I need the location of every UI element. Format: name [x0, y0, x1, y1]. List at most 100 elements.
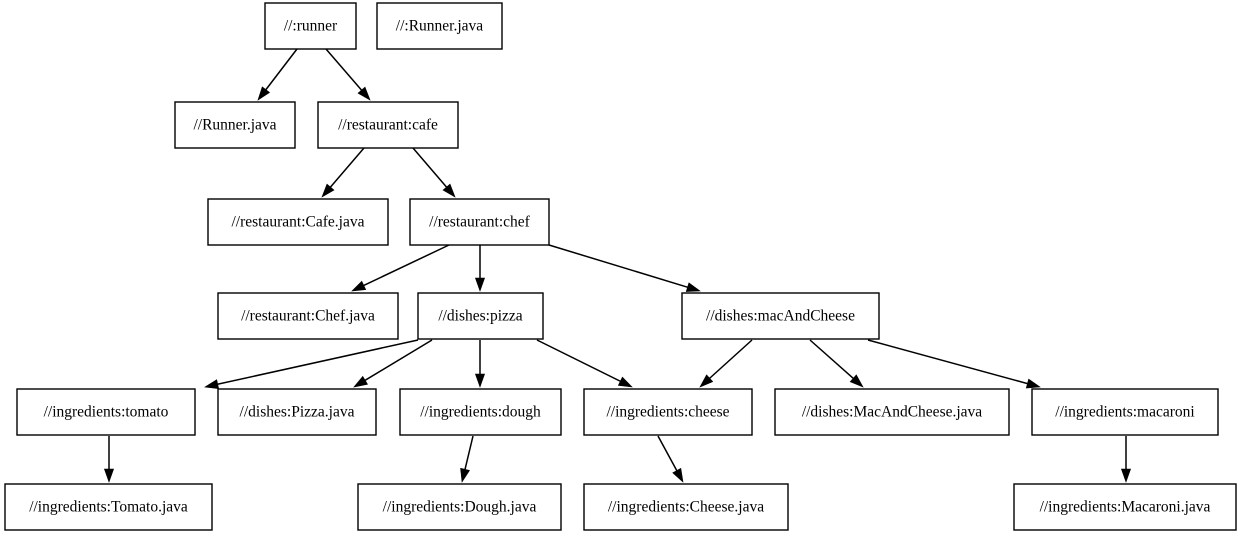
graph-edge: [809, 339, 864, 388]
graph-edge: [321, 147, 365, 198]
node-label: //dishes:MacAndCheese.java: [802, 404, 982, 421]
node-box[interactable]: [16, 388, 196, 436]
edge-line: [657, 435, 679, 473]
graph-edge: [353, 339, 433, 388]
edge-line: [325, 48, 364, 93]
node-box[interactable]: [376, 2, 503, 50]
nodes-layer: //:runner //:Runner.java //Runner.java //re…: [4, 2, 1237, 531]
graph-edge: [257, 48, 298, 101]
graph-node-tomato[interactable]: //ingredients:tomato: [16, 388, 196, 436]
graph-node-pizza[interactable]: //dishes:pizza: [417, 292, 544, 340]
node-box[interactable]: [264, 2, 357, 50]
node-box[interactable]: [217, 292, 399, 340]
graph-node-cheese[interactable]: //ingredients:cheese: [583, 388, 753, 436]
graph-edge: [474, 340, 486, 388]
graph-node-pizza_java[interactable]: //dishes:Pizza.java: [217, 388, 377, 436]
edge-arrowhead: [672, 467, 684, 483]
node-box[interactable]: [399, 388, 562, 436]
node-label: //restaurant:Cafe.java: [232, 214, 365, 231]
edge-arrowhead: [351, 280, 367, 292]
node-label: //dishes:pizza: [438, 308, 522, 325]
node-box[interactable]: [4, 483, 213, 531]
node-box[interactable]: [1031, 388, 1219, 436]
node-label: //ingredients:cheese: [606, 404, 729, 421]
graph-edge: [103, 436, 115, 483]
graph-edge: [204, 339, 419, 390]
graph-node-cafe_java[interactable]: //restaurant:Cafe.java: [207, 198, 389, 246]
edge-arrowhead: [460, 467, 470, 483]
graph-edge: [474, 245, 486, 292]
graph-node-dough_java[interactable]: //ingredients:Dough.java: [357, 483, 562, 531]
graph-edge: [412, 147, 456, 198]
graph-node-cheese_java[interactable]: //ingredients:Cheese.java: [583, 483, 789, 531]
node-box[interactable]: [357, 483, 562, 531]
edges-layer: [103, 48, 1132, 483]
edge-line: [361, 244, 450, 287]
node-box[interactable]: [774, 388, 1010, 436]
edge-arrowhead: [257, 86, 271, 101]
graph-edge: [1120, 436, 1132, 483]
edge-line: [215, 339, 419, 386]
node-label: //ingredients:Cheese.java: [608, 499, 764, 516]
graph-edge: [699, 339, 753, 388]
node-box[interactable]: [207, 198, 389, 246]
edge-arrowhead: [474, 277, 486, 292]
edge-arrowhead: [685, 282, 701, 292]
graph-edge: [867, 339, 1041, 389]
graph-edge: [325, 48, 371, 101]
node-box[interactable]: [583, 483, 789, 531]
graph-node-macandcheese_java[interactable]: //dishes:MacAndCheese.java: [774, 388, 1010, 436]
graph-node-chef[interactable]: //restaurant:chef: [409, 198, 550, 246]
edge-arrowhead: [204, 379, 220, 390]
edge-arrowhead: [474, 373, 486, 388]
graph-node-runner[interactable]: //:runner: [264, 2, 357, 50]
node-label: //dishes:Pizza.java: [240, 404, 355, 421]
edge-line: [264, 48, 298, 92]
node-box[interactable]: [583, 388, 753, 436]
edge-arrowhead: [617, 376, 633, 388]
graph-node-macaroni[interactable]: //ingredients:macaroni: [1031, 388, 1219, 436]
graph-node-cafe[interactable]: //restaurant:cafe: [317, 101, 459, 149]
node-label: //dishes:macAndCheese: [706, 308, 855, 325]
edge-arrowhead: [357, 86, 371, 101]
edge-line: [867, 339, 1030, 385]
graph-node-tomato_java[interactable]: //ingredients:Tomato.java: [4, 483, 213, 531]
graph-node-chef_java[interactable]: //restaurant:Chef.java: [217, 292, 399, 340]
node-label: //ingredients:Macaroni.java: [1040, 499, 1211, 516]
graph-node-dough[interactable]: //ingredients:dough: [399, 388, 562, 436]
edge-line: [463, 435, 474, 472]
node-label: //ingredients:dough: [420, 404, 541, 421]
edge-arrowhead: [442, 183, 456, 198]
edge-arrowhead: [103, 468, 115, 483]
node-label: //:runner: [284, 18, 338, 35]
edge-arrowhead: [699, 374, 714, 388]
edge-line: [363, 339, 433, 382]
node-box[interactable]: [681, 292, 880, 340]
node-box[interactable]: [217, 388, 377, 436]
edge-line: [707, 339, 753, 381]
node-box[interactable]: [174, 101, 296, 149]
graph-node-runner_java_root[interactable]: //:Runner.java: [376, 2, 503, 50]
graph-node-runner_java[interactable]: //Runner.java: [174, 101, 296, 149]
node-box[interactable]: [317, 101, 459, 149]
edge-line: [412, 147, 449, 190]
edge-line: [536, 339, 623, 383]
edge-arrowhead: [1120, 468, 1132, 483]
node-box[interactable]: [1013, 483, 1237, 531]
node-label: //ingredients:macaroni: [1055, 404, 1195, 421]
graph-edge: [536, 339, 633, 388]
edge-arrowhead: [321, 183, 335, 198]
graph-edge: [351, 244, 450, 292]
graph-edge: [548, 244, 701, 292]
node-box[interactable]: [409, 198, 550, 246]
graph-node-macandcheese[interactable]: //dishes:macAndCheese: [681, 292, 880, 340]
node-label: //:Runner.java: [396, 18, 484, 35]
node-box[interactable]: [417, 292, 544, 340]
edge-arrowhead: [849, 374, 864, 388]
edge-line: [328, 147, 365, 190]
node-label: //ingredients:tomato: [44, 404, 169, 421]
node-label: //restaurant:chef: [429, 214, 531, 231]
graph-node-macaroni_java[interactable]: //ingredients:Macaroni.java: [1013, 483, 1237, 531]
edge-arrowhead: [353, 375, 368, 388]
